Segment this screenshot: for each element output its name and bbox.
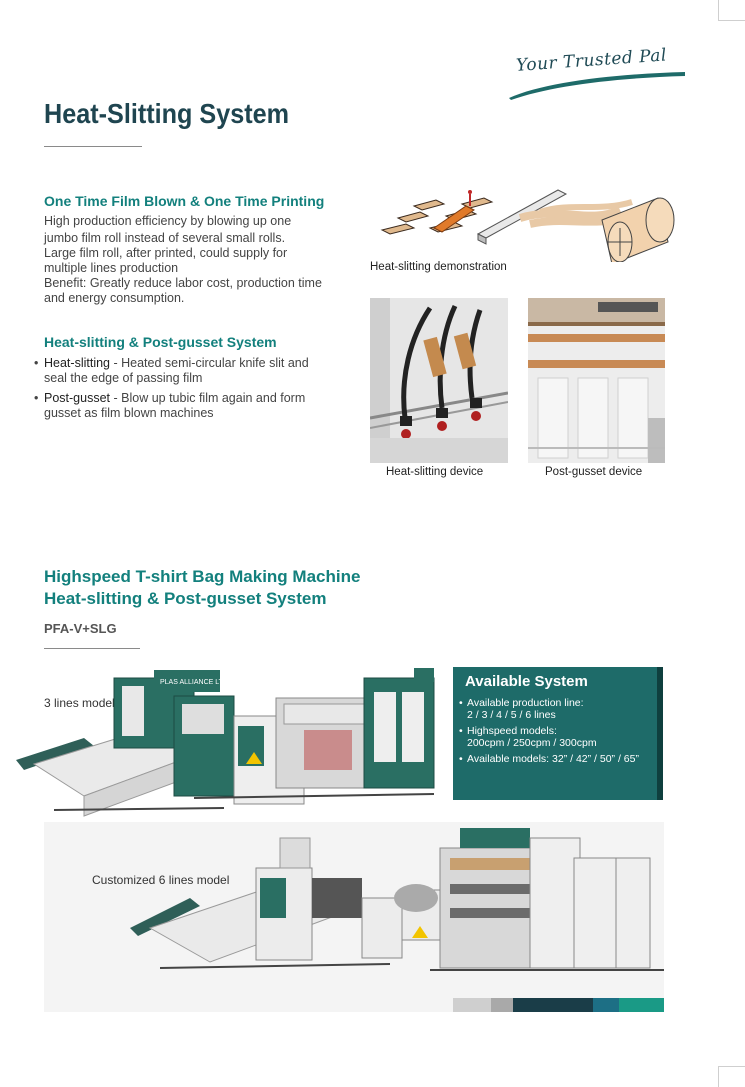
strip-segment	[453, 998, 491, 1012]
bullet-term: Post-gusset	[44, 391, 111, 405]
heat-slitting-demonstration-diagram	[380, 189, 675, 262]
machine-title-line2: Heat-slitting & Post-gusset System	[44, 589, 327, 608]
bullet-post-gusset: Post-gusset - Blow up tubic film again a…	[34, 391, 346, 421]
bullet-text: - Heated semi-circular knife slit and	[110, 356, 309, 370]
title-divider	[44, 146, 142, 147]
section1-line: Large film roll, after printed, could su…	[44, 246, 288, 260]
available-system-list: Available production line:2 / 3 / 4 / 5 …	[459, 697, 655, 769]
available-item: Available production line:2 / 3 / 4 / 5 …	[459, 697, 655, 721]
heat-slitting-device-photo	[370, 298, 508, 463]
tagline-swoosh	[509, 72, 685, 100]
available-item-line1: Available production line:	[467, 697, 584, 709]
three-lines-machine-image: PLAS ALLIANCE LTD	[16, 668, 435, 817]
available-item: Available models: 32” / 42” / 50” / 65”	[459, 753, 655, 765]
available-system-title: Available System	[465, 673, 588, 690]
section1-line: jumbo film roll instead of several small…	[44, 231, 286, 245]
caption-post-gusset-device: Post-gusset device	[545, 466, 643, 478]
machine-title-line1: Highspeed T-shirt Bag Making Machine	[44, 567, 361, 586]
bullet-text-2: seal the edge of passing film	[44, 371, 203, 385]
strip-segment	[619, 998, 664, 1012]
bullet-text-2: gusset as film blown machines	[44, 406, 214, 420]
heat-slitting-device-illustration	[370, 298, 508, 463]
section1-heading: One Time Film Blown & One Time Printing	[44, 193, 325, 209]
page-title: Heat-Slitting System	[44, 98, 290, 129]
bullet-term: Heat-slitting	[44, 356, 110, 370]
section2-heading: Heat-slitting & Post-gusset System	[44, 334, 277, 350]
strip-segment	[491, 998, 513, 1012]
bullet-heat-slitting: Heat-slitting - Heated semi-circular kni…	[34, 356, 346, 386]
machine-title: Highspeed T-shirt Bag Making Machine Hea…	[44, 566, 360, 610]
section1-line: High production efficiency by blowing up…	[44, 214, 292, 228]
section1-line: multiple lines production	[44, 261, 179, 275]
post-gusset-device-illustration	[528, 298, 665, 463]
panel-accent-bar	[657, 667, 663, 800]
post-gusset-device-photo	[528, 298, 665, 463]
section2-bullets: Heat-slitting - Heated semi-circular kni…	[34, 356, 346, 421]
strip-segment	[513, 998, 593, 1012]
available-item-line2: 2 / 3 / 4 / 5 / 6 lines	[467, 709, 556, 721]
crop-mark-top-right	[718, 0, 719, 20]
available-system-panel: Available System Available production li…	[453, 667, 663, 800]
caption-heat-slitting-device: Heat-slitting device	[386, 466, 484, 478]
caption-demonstration: Heat-slitting demonstration	[370, 261, 507, 273]
six-lines-machine-image	[130, 828, 664, 971]
bullet-text: - Blow up tubic film again and form	[110, 391, 306, 405]
crop-mark-bottom-right-h	[718, 1066, 745, 1067]
crop-mark-bottom-right	[718, 1067, 719, 1087]
section1-line: and energy consumption.	[44, 291, 185, 305]
strip-segment	[593, 998, 619, 1012]
model-divider	[44, 648, 140, 649]
color-strip	[453, 998, 664, 1012]
machine-brand-text: PLAS ALLIANCE LTD	[160, 679, 228, 686]
label-6-lines-model: Customized 6 lines model	[92, 873, 230, 887]
section1-body: High production efficiency by blowing up…	[44, 214, 344, 306]
crop-mark-top-right-h	[718, 20, 745, 21]
available-item-line2: 200cpm / 250cpm / 300cpm	[467, 737, 597, 749]
label-3-lines-model: 3 lines model	[44, 696, 115, 710]
available-item-line1: Highspeed models:	[467, 725, 557, 737]
available-item: Highspeed models:200cpm / 250cpm / 300cp…	[459, 725, 655, 749]
model-code: PFA-V+SLG	[44, 621, 117, 636]
section1-line: Benefit: Greatly reduce labor cost, prod…	[44, 276, 322, 290]
available-item-line1: Available models: 32” / 42” / 50” / 65”	[467, 753, 639, 765]
